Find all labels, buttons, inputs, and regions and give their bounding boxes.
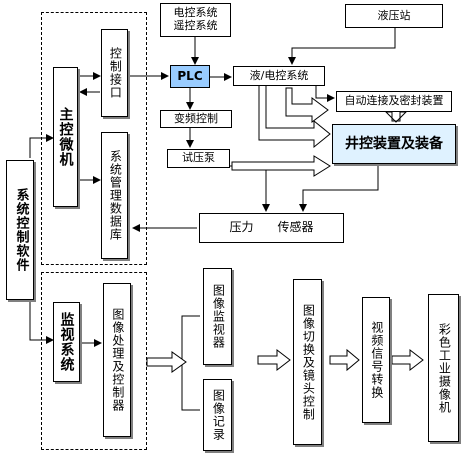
main-microcomputer-box: 主控微机 <box>53 67 78 207</box>
image-monitor-box: 图像监视器 <box>203 268 232 365</box>
test-pump-box: 试压泵 <box>167 149 230 168</box>
plc-box: PLC <box>170 65 210 88</box>
hollow-arrow-processing-bracket <box>146 351 187 373</box>
hollow-arrow-hydraulic-wellhead-2 <box>285 87 329 123</box>
system-software-box: 系统控制软件 <box>6 160 34 300</box>
arrow-software-micro <box>29 134 54 158</box>
hollow-arrow-video-camera <box>391 348 424 372</box>
hollow-arrow-pump-wellhead <box>231 155 331 177</box>
hollow-arrow-autoconnect-wellhead <box>384 111 408 123</box>
arrow-pump-sensor <box>230 165 270 212</box>
remote-systems-box: 电控系统 遥控系统 <box>160 3 231 37</box>
system-database-box: 系统管理数据库 <box>101 132 128 259</box>
video-convert-box: 视频信号转换 <box>362 297 390 423</box>
image-switch-box: 图像切换及镜头控制 <box>293 279 322 445</box>
arrow-wellhead-sensor <box>299 164 379 212</box>
pressure-sensor-box: 压力 传感器 <box>199 213 344 243</box>
hydraulic-station-box: 液压站 <box>345 4 443 28</box>
auto-connect-box: 自动连接及密封装置 <box>336 91 452 112</box>
hollow-arrow-hydraulic-wellhead <box>258 83 331 149</box>
monitor-system-box: 监视系统 <box>53 302 80 382</box>
hydraulic-electric-box: 液/电控系统 <box>233 66 325 86</box>
image-processing-box: 图像处理及控制器 <box>103 283 131 437</box>
arrow-station-hydraulic <box>288 28 396 65</box>
arrow-software-monitor <box>29 300 54 344</box>
control-interface-box: 控制接口 <box>101 29 128 117</box>
vfd-control-box: 变频控制 <box>160 110 232 128</box>
hollow-arrow-switch-video <box>329 348 360 372</box>
wellhead-equipment-box: 井控装置及装备 <box>332 124 456 164</box>
arrow-hydraulic-autoconnect <box>315 86 335 102</box>
hollow-arrow-bracket-switch <box>257 348 291 372</box>
image-record-box: 图像记录 <box>203 379 232 451</box>
color-camera-box: 彩色工业摄像机 <box>428 294 459 442</box>
